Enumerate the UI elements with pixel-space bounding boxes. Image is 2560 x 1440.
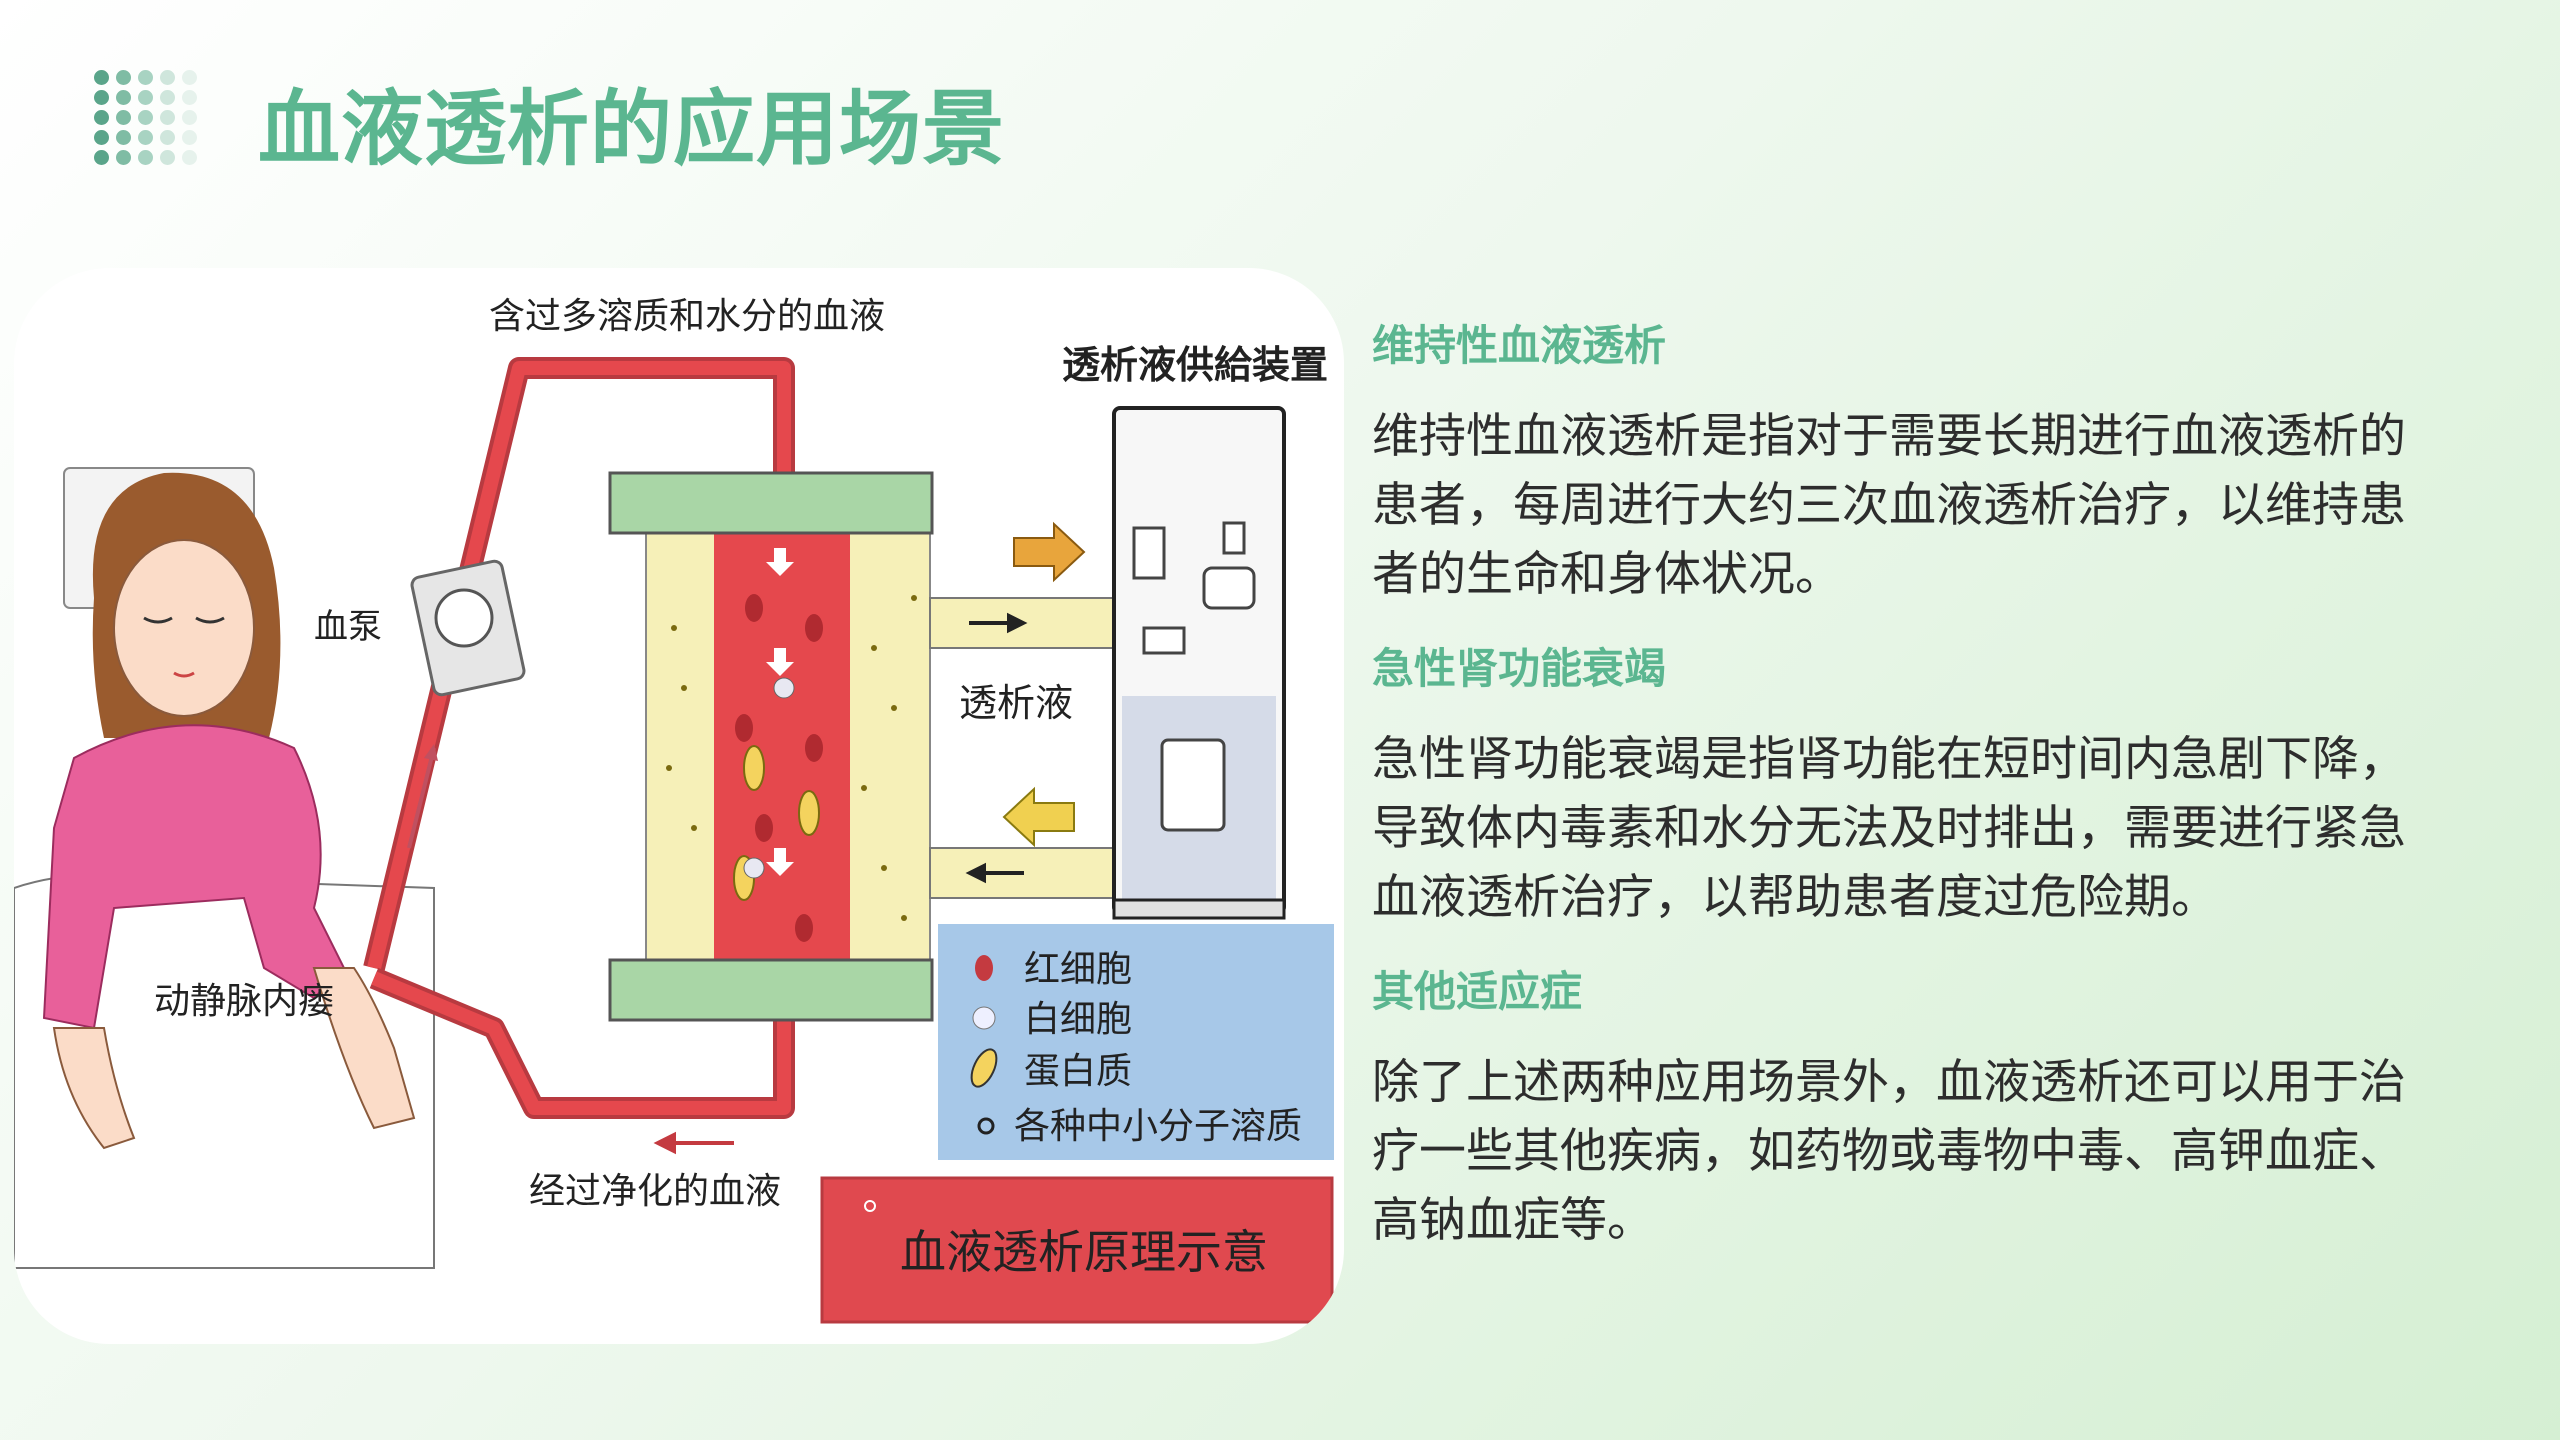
dot-icon	[182, 90, 197, 105]
dot-icon	[94, 70, 109, 85]
dot-icon	[94, 150, 109, 165]
legend-box-shape	[938, 924, 1334, 1160]
text-column: 维持性血液透析 维持性血液透析是指对于需要长期进行血液透析的患者，每周进行大约三…	[1372, 316, 2412, 1285]
dot-icon	[138, 130, 153, 145]
dot-icon	[182, 70, 197, 85]
label-bottom-blood: 经过净化的血液	[529, 1171, 781, 1212]
legend-red-cell: 红细胞	[1024, 949, 1132, 990]
protein-icon	[970, 1048, 998, 1088]
dialyzer-bottom-cap-shape	[608, 958, 934, 1022]
label-dialysate-supply: 透析液供給装置	[1062, 342, 1328, 387]
section-other-indications: 其他适应症 除了上述两种应用场景外，血液透析还可以用于治疗一些其他疾病，如药物或…	[1372, 962, 2412, 1255]
dot-icon	[94, 130, 109, 145]
section-maintenance: 维持性血液透析 维持性血液透析是指对于需要长期进行血液透析的患者，每周进行大约三…	[1372, 316, 2412, 609]
dot-icon	[160, 110, 175, 125]
dot-icon	[182, 110, 197, 125]
section-title: 急性肾功能衰竭	[1372, 644, 1667, 693]
legend-white-cell: 白细胞	[1024, 999, 1132, 1040]
section-acute-renal-failure: 急性肾功能衰竭 急性肾功能衰竭是指肾功能在短时间内急剧下降，导致体内毒素和水分无…	[1372, 639, 2412, 932]
dot-icon	[94, 110, 109, 125]
dot-icon	[116, 130, 131, 145]
arrow-left-icon	[1002, 786, 1075, 848]
section-body: 除了上述两种应用场景外，血液透析还可以用于治疗一些其他疾病，如药物或毒物中毒、高…	[1372, 1055, 2406, 1248]
dot-icon	[182, 150, 197, 165]
dialysate-outflow-shape	[929, 597, 1131, 649]
section-title: 维持性血液透析	[1372, 321, 1667, 370]
dots-decoration-icon	[94, 70, 206, 166]
dot-icon	[116, 110, 131, 125]
dot-icon	[160, 70, 175, 85]
dot-icon	[160, 150, 175, 165]
dot-icon	[160, 90, 175, 105]
page-title: 血液透析的应用场景	[258, 82, 1006, 177]
arrow-right-icon	[1013, 521, 1086, 583]
patient-face-shape	[113, 539, 255, 717]
patient-arm-shape	[312, 967, 416, 1130]
dot-icon	[138, 90, 153, 105]
dot-icon	[116, 150, 131, 165]
solute-icon	[977, 1117, 995, 1135]
dot-icon	[138, 70, 153, 85]
hemodialysis-diagram: 红细胞 白细胞 蛋白质 各种中小分子溶质 血液透析原理示意 含过多溶质和水分的血…	[14, 268, 1344, 1344]
figure-caption: 血液透析原理示意	[900, 1225, 1268, 1279]
legend-solute: 各种中小分子溶质	[1014, 1106, 1302, 1147]
dot-icon	[182, 130, 197, 145]
section-title: 其他适应症	[1372, 967, 1583, 1016]
dot-icon	[94, 90, 109, 105]
section-body: 维持性血液透析是指对于需要长期进行血液透析的患者，每周进行大约三次血液透析治疗，…	[1372, 409, 2406, 602]
label-top-blood: 含过多溶质和水分的血液	[489, 296, 885, 337]
label-dialysate: 透析液	[959, 681, 1073, 725]
caption-box-shape	[820, 1176, 1334, 1324]
dot-icon	[116, 70, 131, 85]
legend-protein: 蛋白质	[1024, 1051, 1132, 1092]
label-pump: 血泵	[314, 607, 382, 647]
patient-body-shape	[42, 724, 346, 1030]
white-cell-icon	[972, 1006, 996, 1030]
dot-icon	[160, 130, 175, 145]
dot-icon	[138, 150, 153, 165]
dot-icon	[116, 90, 131, 105]
dialyzer-top-cap-shape	[608, 471, 934, 535]
red-cell-icon	[975, 955, 993, 981]
section-body: 急性肾功能衰竭是指肾功能在短时间内急剧下降，导致体内毒素和水分无法及时排出，需要…	[1372, 732, 2406, 925]
dialysate-inflow-shape	[929, 847, 1131, 899]
dot-icon	[138, 110, 153, 125]
label-fistula: 动静脉内瘘	[154, 981, 334, 1022]
